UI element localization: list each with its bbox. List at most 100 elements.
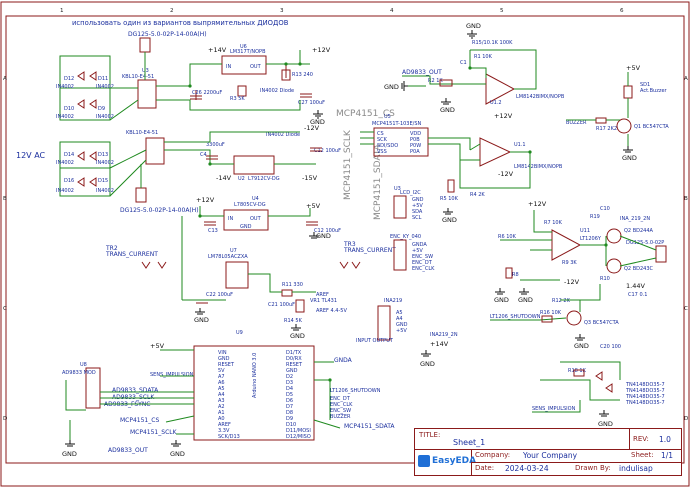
diode-part: IN4002 [96,84,114,90]
rail-label: 1.44V [626,282,645,290]
part-value: L7805CV-DG [234,202,266,208]
part-value: LM317T/NOPB [230,49,266,55]
encoder-connector [393,239,407,271]
title-label: TITLE: [419,431,441,439]
diode-label: D15 [98,178,108,184]
pin-label: OUT [250,216,262,222]
rev-label: REV: [633,435,649,443]
diode-label: D9 [98,106,105,112]
pin-label: OUT [250,64,262,70]
gnd-icon: GND [309,232,331,240]
part-ref: TR2 [105,245,118,252]
part-value: TN4148DO35-7 [625,382,665,388]
net-label: LT1206_SHUTDOWN [490,314,541,320]
part-value: C20 100 [600,344,621,350]
pin-label: GNDA [412,242,427,248]
part-value: R12 2K [552,298,571,304]
transistor-bd243c [606,258,622,274]
diode-bridge-bottom: D14 D13 D16 D15 IN4002 IN4002 IN4002 IN4… [56,141,114,197]
ina219-connector [377,305,391,341]
net-label: SENS_IMPULSION [150,372,194,378]
net-label: AREF 4.4-5V [316,308,347,314]
col-label: 5 [500,8,504,14]
part-ref: U5 [384,114,391,120]
part-value: C26 2200uF [192,90,222,96]
part-value: C12 100uF [314,228,341,234]
ad9833-module [85,367,101,409]
pin-label: IN [228,216,233,222]
pin-label: SCK [377,137,388,143]
part-ref: U8 [80,362,87,368]
header-note: использовать один из вариантов выпрямите… [72,19,289,27]
part-value: VR1 TL431 [310,298,337,304]
svg-text:GND: GND [310,118,325,126]
part-value: INA_219_2N [620,216,650,222]
net-label: GNDA [334,357,353,364]
part-ref: C10 [600,206,610,212]
buzzer-section: +5V SD1 Act.Buzzer BUZZER R17 2K2 Q1 BC5… [566,64,669,146]
rail-label: +12V [494,112,513,120]
rail-label: +5V [150,342,165,350]
part-value: C27 100uF [298,100,325,106]
pin-label: D3 [286,380,293,386]
connector-label: DG125-5.0-02P-14-00A(H) [120,207,199,214]
net-label: TRANS_CURRENT [343,247,396,254]
gnd-icon: GND [574,334,589,350]
part-value: Q2 BD244A [624,228,654,234]
part-ref: C13 [208,228,218,234]
svg-text:GND: GND [518,296,533,304]
part-value: R14 5K [284,318,303,324]
regulator-section: +14V U6 LM317T/NOPB IN OUT +12V R13 240 … [156,44,341,182]
svg-text:GND: GND [316,232,331,240]
connector-section: U3 LCD_I2C GND +5V SDA SCL ENC_KY_040 GN… [356,186,458,348]
svg-text:GND: GND [494,296,509,304]
pin-label: GND [218,356,230,362]
net-label: TRANS_CURRENT [105,251,158,258]
row-label: C [684,306,688,312]
part-ref: SD1 [640,82,650,88]
net-label: INA219_2N [430,332,458,338]
pin-label: +5V [396,328,407,334]
part-value: DG125-5.0-02P [626,240,664,246]
regulator-lm317 [221,55,267,75]
part-value: R17 2K2 [596,126,617,132]
net-label: MCP4151_SCLK [130,429,178,436]
part-value: R6 10K [498,234,517,240]
border-zone-labels: 1 2 3 4 5 6 A B C D A B C D [3,8,688,422]
part-value: C17 0.1 [628,292,647,298]
svg-text:GND: GND [62,450,77,458]
five-volt-section: +12V U4 L7805CV-DG IN OUT GND +5V C12 10… [181,196,347,324]
current-transformers: TR2 TRANS_CURRENT TR3 TRANS_CURRENT [105,241,396,269]
part-ref: TR3 [343,241,356,248]
part-value: Act.Buzzer [640,88,668,94]
diode-part: IN4002 [96,188,114,194]
part-ref: U9 [236,330,243,336]
part-value: R1 10K [474,54,493,60]
gnd-icon: GND [466,22,481,39]
pin-label: 3.3V [218,428,230,434]
rail-label: +12V [312,46,331,54]
part-value: INA219 [384,298,402,304]
diode-label: D16 [64,178,74,184]
sheet-frame [5,15,685,464]
gnd-icon: GND [442,208,457,224]
pin-label: D10 [286,422,296,428]
col-label: 3 [280,8,284,14]
pin-label: D0/RX [286,356,302,362]
pin-label: +5V [412,248,423,254]
gnd-icon: GND [310,110,325,126]
pin-label: ENC_DT [412,260,433,266]
part-value: LM8142BIMX/NOPB [516,94,565,100]
part-value: 3300uF [206,142,225,148]
title-value: Sheet_1 [453,438,486,447]
pin-label: D2 [286,374,293,380]
rail-label: +12V [196,196,215,204]
lcd-connector [393,195,407,219]
pin-label: D9 [286,416,293,422]
part-ref: R10 [600,276,610,282]
input-voltage-label: 12V AC [16,151,46,160]
pin-label: A3 [218,398,225,404]
part-value: AD9833 MOD [62,370,96,376]
gnd-icon: GND [494,288,509,304]
sense-section: C20 100 R18 1K TN4148DO35-7 TN4148DO35-7… [532,344,665,413]
